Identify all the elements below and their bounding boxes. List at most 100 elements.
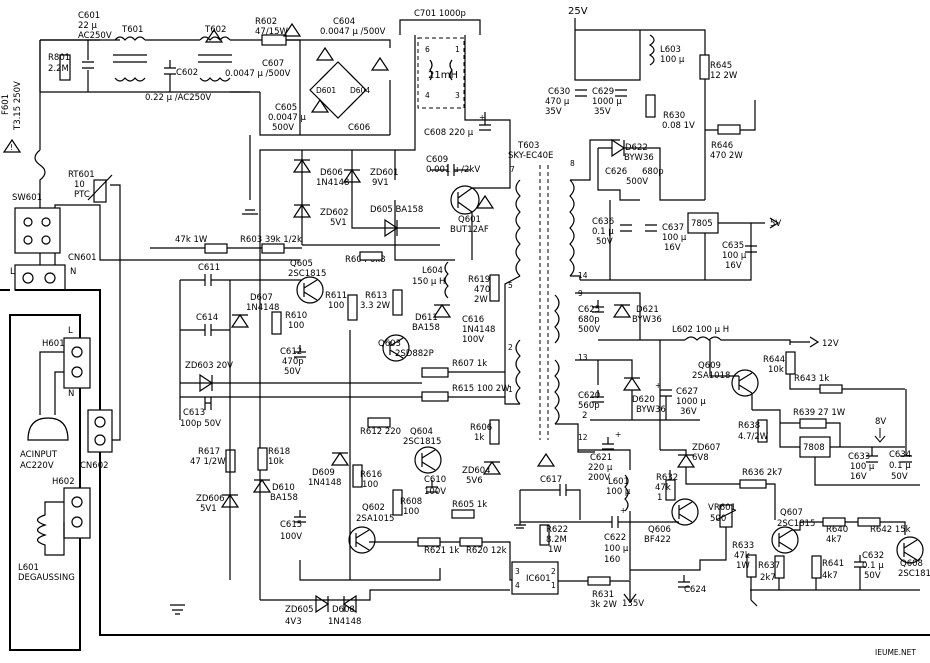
svg-text:ZD606: ZD606 <box>196 494 225 504</box>
svg-text:470: 470 <box>474 285 490 295</box>
svg-text:2: 2 <box>582 411 587 421</box>
svg-text:R606: R606 <box>470 423 492 433</box>
svg-text:D605 BA158: D605 BA158 <box>370 205 423 215</box>
resistor-r622 <box>539 524 550 546</box>
svg-text:BA158: BA158 <box>270 493 298 503</box>
svg-text:VR601: VR601 <box>708 503 736 513</box>
svg-text:C602: C602 <box>176 68 198 78</box>
svg-text:R631: R631 <box>592 590 614 600</box>
svg-text:13: 13 <box>578 353 588 362</box>
svg-text:R640: R640 <box>826 525 848 535</box>
capacitor-c612 <box>294 345 306 358</box>
svg-text:5: 5 <box>508 281 513 290</box>
svg-text:2: 2 <box>551 567 556 576</box>
svg-text:2.2M: 2.2M <box>48 64 69 74</box>
svg-text:R618: R618 <box>268 447 290 457</box>
svg-text:100p 50V: 100p 50V <box>180 419 221 429</box>
svg-text:0.001 μ /2kV: 0.001 μ /2kV <box>426 165 480 175</box>
svg-text:R603 39k 1/2k: R603 39k 1/2k <box>240 235 302 245</box>
choke-t601: T601 <box>113 25 147 82</box>
svg-text:BYW36: BYW36 <box>632 315 662 325</box>
svg-text:!: ! <box>10 143 13 152</box>
svg-text:F601: F601 <box>1 94 11 115</box>
resistor-r645 <box>699 54 710 80</box>
svg-text:100: 100 <box>403 507 419 517</box>
emi-filter-section: R801 2.2M C601 22 μ AC250V T601 C602 0.2… <box>39 11 391 215</box>
svg-text:BYW36: BYW36 <box>636 405 666 415</box>
svg-text:4V3: 4V3 <box>285 617 302 627</box>
svg-text:R608: R608 <box>400 497 422 507</box>
svg-text:BF422: BF422 <box>644 535 671 545</box>
svg-text:500V: 500V <box>578 325 600 335</box>
svg-text:C637: C637 <box>662 223 684 233</box>
svg-text:1: 1 <box>455 45 460 54</box>
svg-text:5V6: 5V6 <box>466 476 483 486</box>
svg-text:5V1: 5V1 <box>200 504 217 514</box>
svg-text:ZD605: ZD605 <box>285 605 314 615</box>
svg-text:100 μ: 100 μ <box>722 251 747 261</box>
svg-text:5V1: 5V1 <box>330 218 347 228</box>
resistor-r610 <box>271 311 282 335</box>
sw601-label: SW601 <box>12 193 42 203</box>
output-arrow <box>558 580 637 603</box>
bridge-rectifier: D601 D604 <box>309 61 370 119</box>
transistor-q607: Q607 2SC1815 <box>771 508 815 554</box>
warning-icon <box>204 28 224 43</box>
resistor-r646 <box>717 124 741 135</box>
svg-text:6: 6 <box>425 45 430 54</box>
svg-text:Q603: Q603 <box>378 339 401 349</box>
svg-text:150 μ H: 150 μ H <box>412 277 445 287</box>
svg-text:D608: D608 <box>332 605 355 615</box>
svg-text:T601: T601 <box>121 25 143 35</box>
svg-text:21mH: 21mH <box>428 70 458 81</box>
svg-text:Q606: Q606 <box>648 525 671 535</box>
capacitor-c601 <box>82 40 94 92</box>
svg-text:L604: L604 <box>422 266 443 276</box>
warning-icon <box>2 138 22 153</box>
svg-text:L601: L601 <box>608 477 629 487</box>
svg-text:25V: 25V <box>568 6 588 17</box>
svg-text:1N4148: 1N4148 <box>328 617 361 627</box>
svg-text:C633: C633 <box>848 452 870 462</box>
svg-text:AC220V: AC220V <box>20 461 54 471</box>
svg-text:100: 100 <box>328 301 344 311</box>
pin-l: L <box>10 267 15 277</box>
svg-text:D611: D611 <box>415 313 438 323</box>
connector-h601 <box>63 337 91 389</box>
svg-text:35V: 35V <box>594 107 611 117</box>
capacitor-c620 <box>592 390 604 403</box>
transistor-q608: Q608 2SC1815 <box>896 536 930 579</box>
svg-text:C615: C615 <box>280 520 302 530</box>
ground-symbol <box>242 135 258 215</box>
svg-text:R616: R616 <box>360 470 382 480</box>
warning-icon <box>370 56 390 71</box>
svg-text:12 2W: 12 2W <box>710 71 738 81</box>
resistor-r641 <box>811 555 822 579</box>
transistor-q601: Q601 BUT12AF <box>450 185 489 235</box>
svg-text:0.1 μ: 0.1 μ <box>889 461 911 471</box>
svg-text:1k: 1k <box>474 433 484 443</box>
svg-text:4k7: 4k7 <box>822 571 838 581</box>
resistor-r611 <box>347 294 358 321</box>
svg-text:7805: 7805 <box>691 219 713 229</box>
svg-text:R639 27 1W: R639 27 1W <box>793 408 846 418</box>
resistor-r631 <box>587 576 611 586</box>
svg-text:36V: 36V <box>680 407 697 417</box>
svg-text:470 2W: 470 2W <box>710 151 743 161</box>
svg-text:R632: R632 <box>656 473 678 483</box>
fuse-f601: F601 T3.15 250V <box>1 81 23 131</box>
capacitor-c630 <box>575 89 587 97</box>
svg-text:0.1 μ: 0.1 μ <box>862 561 884 571</box>
transistor-q606: Q606 BF422 <box>644 498 699 545</box>
svg-text:Q608: Q608 <box>900 559 923 569</box>
svg-text:4: 4 <box>515 581 520 590</box>
svg-text:D610: D610 <box>272 483 295 493</box>
resistor-r613 <box>392 289 403 316</box>
warning-icon <box>315 46 335 61</box>
svg-text:C612: C612 <box>280 347 302 357</box>
svg-text:16V: 16V <box>725 261 742 271</box>
svg-text:C632: C632 <box>862 551 884 561</box>
svg-text:C701 1000p: C701 1000p <box>414 9 466 19</box>
svg-text:D609: D609 <box>312 468 335 478</box>
